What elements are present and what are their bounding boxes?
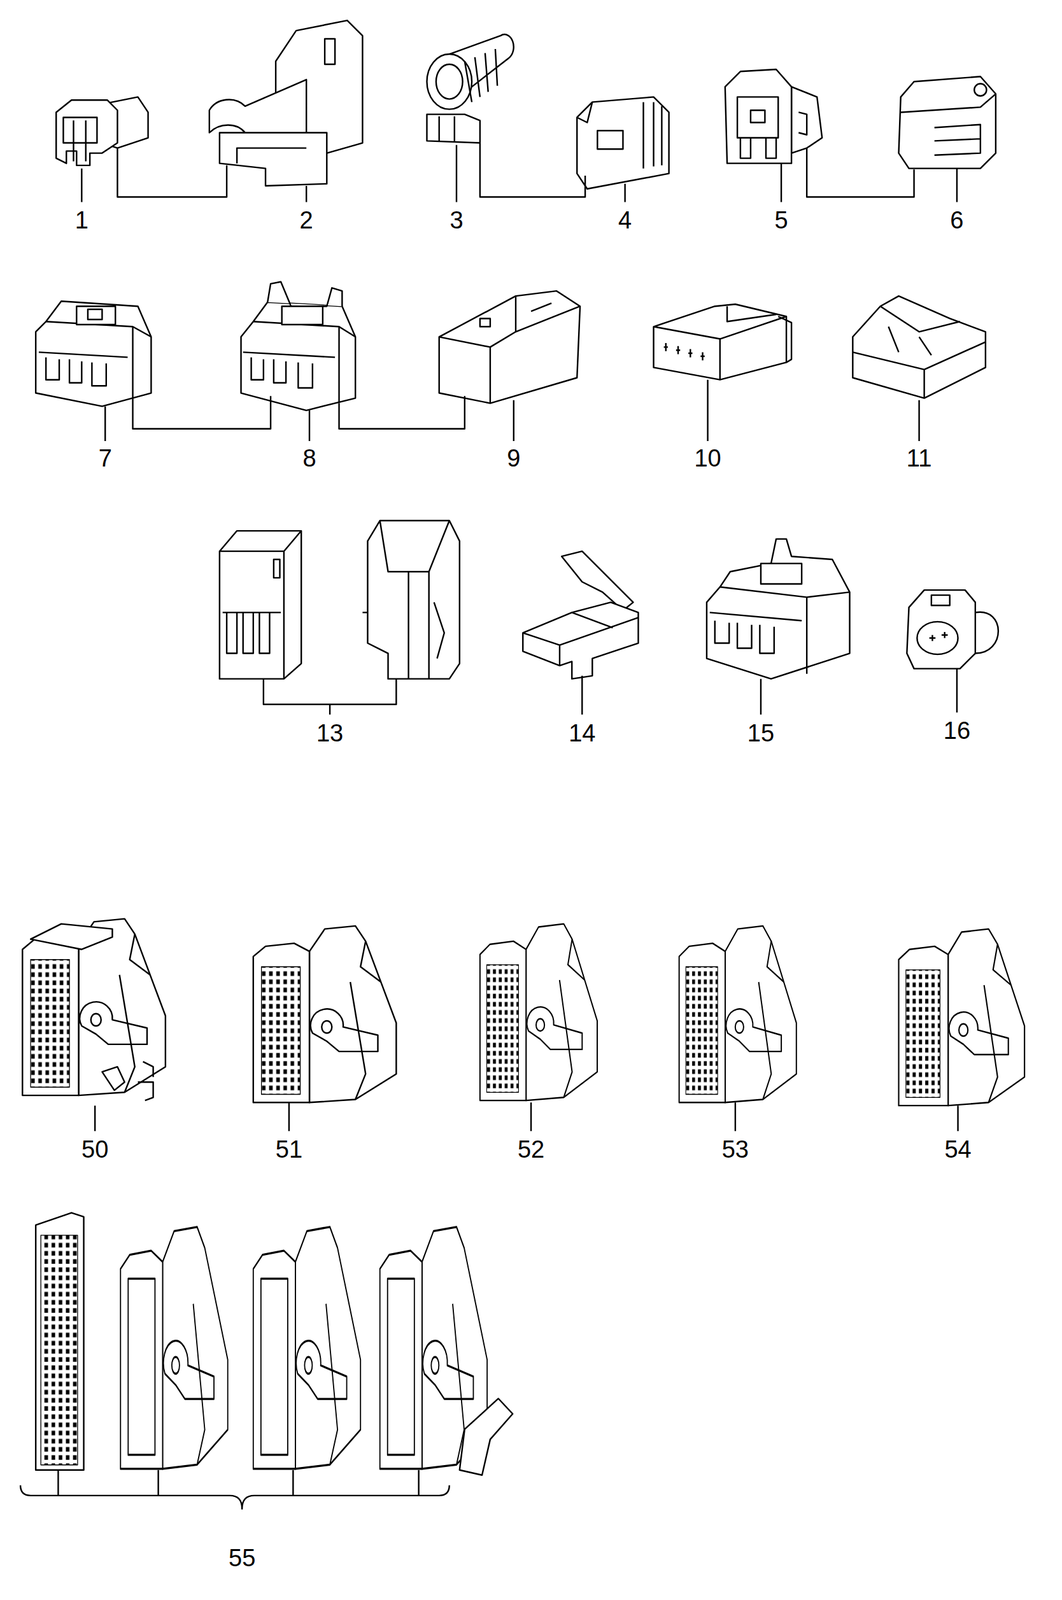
callout-number: 50 [80, 1137, 110, 1162]
callout-number: 51 [274, 1137, 304, 1162]
callout-number: 11 [905, 446, 933, 471]
callout-number: 3 [448, 208, 465, 233]
leader-line [105, 380, 919, 442]
connector-part-4 [576, 96, 669, 189]
leader-line [57, 1470, 419, 1497]
callout-number: 7 [97, 446, 114, 471]
callout-number: 8 [301, 446, 318, 471]
brace [20, 1486, 450, 1510]
callout-number: 55 [227, 1546, 257, 1571]
leader-line [81, 148, 307, 203]
connector-part-8 [241, 282, 356, 411]
connector-part-2 [209, 20, 363, 186]
callout-number: 54 [942, 1137, 973, 1162]
connector-part-3 [426, 34, 514, 144]
control-unit-connector-51 [253, 926, 397, 1103]
control-unit-connector-50 [22, 919, 166, 1102]
leader-line [456, 143, 626, 203]
callout-number: 15 [746, 721, 776, 746]
connector-part-13 [219, 520, 460, 680]
connector-part-6 [899, 76, 996, 169]
connector-part-15 [706, 539, 850, 680]
control-unit-connector-52 [480, 924, 598, 1101]
connector-part-9 [439, 290, 581, 404]
connector-part-7 [35, 301, 151, 407]
callout-number: 13 [315, 721, 345, 746]
callout-number: 16 [942, 718, 972, 744]
connector-part-1 [56, 96, 148, 165]
callout-number: 14 [567, 721, 597, 746]
control-unit-connector-54 [899, 929, 1026, 1106]
leader-line [581, 669, 957, 716]
callout-number: 5 [772, 208, 789, 233]
callout-number: 53 [720, 1137, 751, 1162]
connector-part-11 [852, 296, 986, 398]
parts-drawing [20, 20, 1025, 1510]
callout-number: 4 [616, 208, 633, 233]
callout-number: 1 [73, 208, 90, 233]
connector-part-14 [522, 551, 638, 680]
connector-set-55 [35, 1213, 513, 1476]
bracket-line [263, 679, 397, 716]
control-unit-connector-53 [679, 926, 797, 1103]
callout-number: 2 [298, 208, 315, 233]
connector-part-10 [653, 304, 793, 381]
callout-number: 9 [505, 446, 522, 471]
leader-line [781, 148, 957, 203]
callout-number: 10 [692, 446, 723, 471]
leader-line [94, 1102, 958, 1132]
callout-number: 6 [948, 208, 965, 233]
callout-number: 52 [516, 1137, 546, 1162]
connector-part-16 [906, 590, 999, 670]
